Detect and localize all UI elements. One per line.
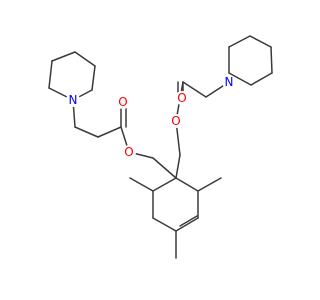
bond xyxy=(48,60,53,89)
bond xyxy=(129,177,154,192)
bond xyxy=(250,72,273,86)
bond xyxy=(152,217,177,232)
bond xyxy=(179,215,198,227)
atom-o-label: O xyxy=(118,95,127,109)
bond xyxy=(175,217,199,232)
atom-n-label: N xyxy=(225,75,234,89)
atom-o-label: O xyxy=(171,114,180,128)
bond xyxy=(152,177,177,192)
bond xyxy=(270,46,273,74)
bond xyxy=(51,51,76,62)
bond xyxy=(228,72,252,86)
bond xyxy=(97,126,122,138)
bond xyxy=(175,177,199,192)
bond xyxy=(91,65,96,91)
bond xyxy=(182,81,207,98)
atom-n-label: N xyxy=(69,93,78,107)
atom-o: O xyxy=(175,91,189,105)
atom-n: N xyxy=(222,75,236,89)
atom-o: O xyxy=(122,145,136,159)
bond xyxy=(152,157,177,179)
atom-n: N xyxy=(66,93,80,107)
atom-o: O xyxy=(169,114,183,128)
atom-o-label: O xyxy=(124,145,133,159)
bond xyxy=(197,177,222,192)
atom-o: O xyxy=(116,95,130,109)
bonds xyxy=(48,35,273,259)
bond xyxy=(175,154,181,179)
atom-labels: O O O O N N xyxy=(66,75,236,159)
bond xyxy=(249,35,272,48)
structure-canvas: O O O O N N xyxy=(48,35,273,259)
bond xyxy=(74,51,96,67)
atom-o-label: O xyxy=(177,91,186,105)
bond xyxy=(74,126,99,138)
bond xyxy=(228,35,251,48)
